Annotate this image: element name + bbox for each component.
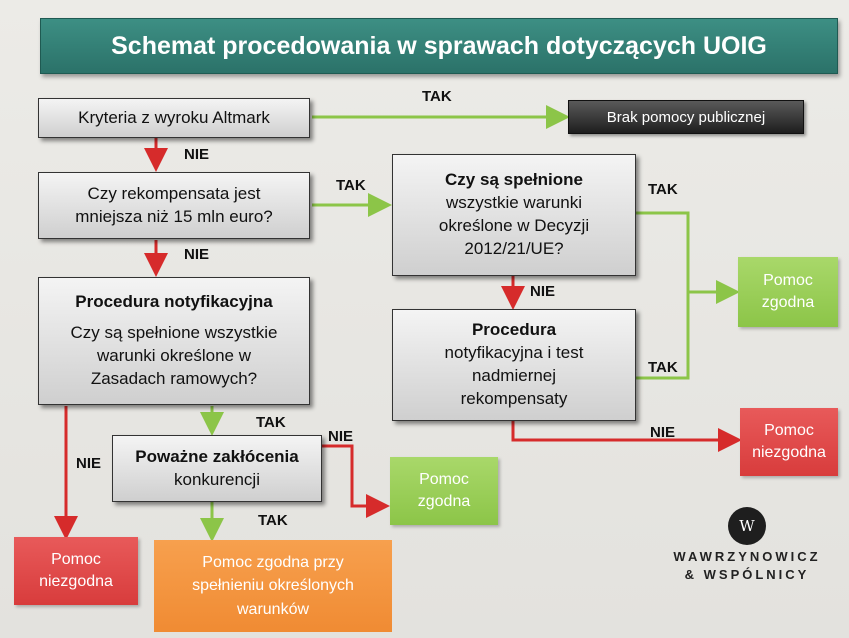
node-decyzja: Czy są spełnione wszystkie warunki okreś… (392, 154, 636, 276)
node-brak-pomocy-label: Brak pomocy publicznej (606, 108, 766, 126)
company-logo-line1: WAWRZYNOWICZ (673, 549, 821, 564)
node-pomoc-warunki-line2: spełnieniu określonych (192, 577, 354, 595)
node-pomoc-niezgodna-right-line1: Pomoc (764, 421, 814, 439)
node-decyzja-line4: 2012/21/UE? (464, 238, 564, 258)
label-tak-procedura-test: TAK (648, 359, 678, 376)
label-nie-rekompensata: NIE (184, 246, 210, 263)
node-decyzja-line2: wszystkie warunki (445, 193, 583, 213)
company-logo-text: WAWRZYNOWICZ & WSPÓLNICY (650, 548, 844, 584)
label-nie-decyzja: NIE (530, 283, 556, 300)
arrow-zaklocenia-nie (322, 444, 390, 518)
node-decyzja-bold: Czy są spełnione (445, 170, 583, 190)
node-pomoc-zgodna-middle-line2: zgodna (417, 493, 471, 510)
node-pomoc-zgodna-middle-line1: Pomoc (419, 470, 469, 488)
node-pomoc-niezgodna-left-line1: Pomoc (51, 550, 101, 568)
node-rekompensata-line1: Czy rekompensata jest (87, 183, 261, 203)
company-logo-letter: W (739, 517, 755, 535)
node-rekompensata: Czy rekompensata jest mniejsza niż 15 ml… (38, 172, 310, 239)
node-pomoc-niezgodna-left: Pomoc niezgodna (14, 537, 138, 605)
label-nie-notyfikacja: NIE (76, 455, 102, 472)
label-nie-altmark: NIE (184, 146, 210, 163)
company-logo-mark: W (728, 507, 766, 545)
node-zaklocenia-bold: Poważne zakłócenia (135, 446, 299, 466)
arrow-proc-test-nie (511, 420, 742, 452)
label-nie-procedura-test: NIE (650, 424, 676, 441)
node-pomoc-zgodna-right-line2: zgodna (761, 294, 815, 311)
node-pomoc-niezgodna-right-line2: niezgodna (752, 444, 826, 461)
node-notyfikacja-line3: warunki określone w (96, 346, 251, 365)
node-procedura-test-line2: notyfikacyjna i test (444, 343, 584, 363)
arrow-proc-test-tak (636, 292, 690, 380)
node-procedura-test-line3: nadmiernej (471, 366, 557, 385)
label-tak-zaklocenia: TAK (258, 512, 288, 529)
node-pomoc-niezgodna-right: Pomoc niezgodna (740, 408, 838, 476)
label-tak-notyfikacja: TAK (256, 414, 286, 431)
node-pomoc-warunki: Pomoc zgodna przy spełnieniu określonych… (154, 540, 392, 632)
node-pomoc-zgodna-right-line1: Pomoc (763, 271, 813, 289)
label-nie-zaklocenia: NIE (328, 428, 354, 445)
node-procedura-test-bold: Procedura (471, 320, 557, 340)
node-notyfikacja-line4: Zasadach ramowych? (90, 368, 258, 388)
node-pomoc-warunki-line1: Pomoc zgodna przy (202, 554, 344, 572)
company-logo-line2: & WSPÓLNICY (684, 567, 810, 583)
page-title: Schemat procedowania w sprawach dotycząc… (40, 18, 838, 74)
node-pomoc-zgodna-middle: Pomoc zgodna (390, 457, 498, 525)
node-altmark: Kryteria z wyroku Altmark (38, 98, 310, 138)
node-notyfikacja-line2: Czy są spełnione wszystkie (70, 323, 278, 343)
label-tak-altmark: TAK (422, 88, 452, 105)
label-tak-decyzja: TAK (648, 181, 678, 198)
arrow-decyzja-tak (636, 211, 740, 304)
node-pomoc-warunki-line3: warunków (236, 600, 310, 618)
node-procedura-test: Procedura notyfikacyjna i test nadmierne… (392, 309, 636, 421)
node-notyfikacja-bold: Procedura notyfikacyjna (75, 292, 273, 312)
node-altmark-label: Kryteria z wyroku Altmark (78, 107, 270, 127)
node-rekompensata-line2: mniejsza niż 15 mln euro? (75, 206, 273, 226)
node-zaklocenia: Poważne zakłócenia konkurencji (112, 435, 322, 502)
label-tak-rekompensata: TAK (336, 177, 366, 194)
node-pomoc-niezgodna-left-line2: niezgodna (39, 573, 113, 590)
node-pomoc-zgodna-right: Pomoc zgodna (738, 257, 838, 327)
node-decyzja-line3: określone w Decyzji (438, 216, 590, 235)
node-procedura-test-line4: rekompensaty (460, 388, 568, 408)
node-zaklocenia-line2: konkurencji (174, 469, 260, 489)
node-notyfikacja: Procedura notyfikacyjna Czy są spełnione… (38, 277, 310, 405)
node-brak-pomocy: Brak pomocy publicznej (568, 100, 804, 134)
